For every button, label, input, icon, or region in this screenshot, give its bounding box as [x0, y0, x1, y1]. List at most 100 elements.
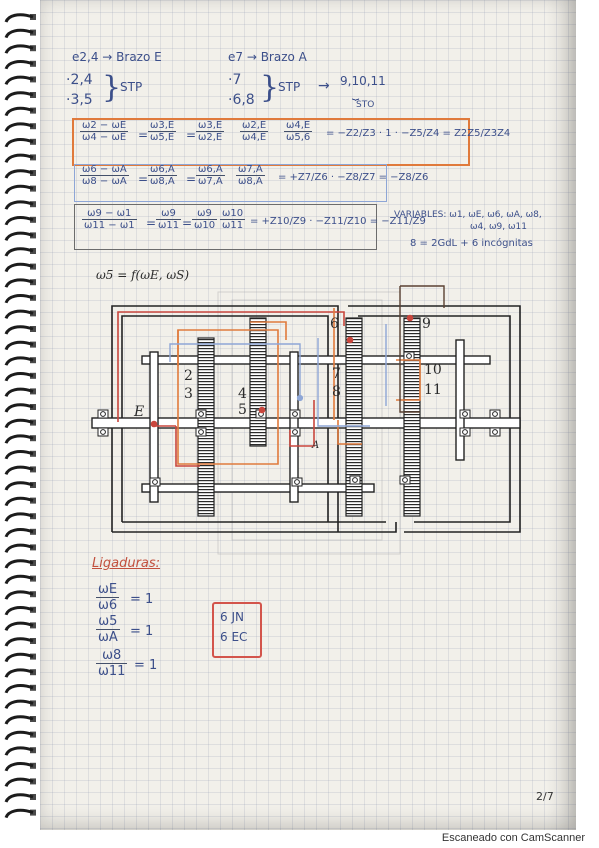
underbrace-icon: ⏟ — [352, 86, 360, 100]
constraint-1-value: = 1 — [130, 592, 154, 607]
gear-2-3 — [197, 337, 215, 517]
left-brace: } — [102, 70, 122, 105]
binding-ring — [4, 403, 34, 413]
binding-ring — [4, 621, 34, 632]
upper-countershaft — [141, 355, 491, 365]
summary-box — [212, 602, 262, 658]
gear-label-8: 8 — [332, 384, 341, 400]
binding-ring — [4, 153, 34, 164]
binding-ring — [4, 762, 34, 772]
summary-line-2: 6 EC — [220, 630, 248, 644]
binding-ring — [4, 528, 34, 538]
summary-line-1: 6 JN — [220, 610, 244, 624]
eq2-right-bracket — [380, 164, 387, 202]
binding-ring — [4, 715, 34, 725]
binding-ring — [4, 106, 34, 117]
lower-countershaft — [141, 483, 375, 493]
binding-ring — [4, 278, 34, 288]
binding-ring — [4, 340, 34, 351]
orange-carrier — [177, 308, 421, 465]
gear-4-5 — [249, 317, 267, 447]
binding-ring — [4, 75, 34, 86]
header-right-label: e7 → Brazo A — [228, 50, 307, 64]
binding-ring — [4, 122, 34, 132]
eq2-left-bracket — [74, 164, 385, 202]
gear-label-4: 4 — [238, 386, 247, 402]
binding-ring — [4, 574, 34, 585]
header-left-label: e2,4 → Brazo E — [72, 50, 162, 64]
right-extra: 9,10,11 — [340, 74, 386, 88]
left-list-1: ·2,4 — [66, 72, 93, 88]
page-number: 2/7 — [536, 790, 554, 803]
eq1-left-bracket — [72, 118, 466, 166]
binding-ring — [4, 668, 34, 678]
constraint-2-value: = 1 — [130, 624, 154, 639]
binding-ring — [4, 325, 34, 335]
binding-ring — [4, 200, 34, 210]
left-list-2: ·3,5 — [66, 92, 93, 108]
right-extra-note: STO — [356, 100, 375, 110]
constraint-3-value: = 1 — [134, 658, 158, 673]
binding-ring — [4, 231, 34, 242]
right-stp: STP — [278, 80, 301, 94]
gear-label-2: 2 — [184, 368, 193, 384]
gear-label-10: 10 — [424, 362, 442, 378]
binding-ring — [4, 512, 34, 522]
binding-ring — [4, 465, 34, 476]
gear-label-7: 7 — [332, 366, 341, 382]
binding-ring — [4, 606, 34, 616]
binding-ring — [4, 372, 34, 382]
arm-label-e: E — [134, 404, 145, 420]
gear-label-5: 5 — [238, 402, 247, 418]
binding-ring — [4, 450, 34, 460]
variables-line-2: ω4, ω9, ω11 — [470, 222, 527, 232]
bearings — [97, 351, 501, 487]
blue-lines — [169, 324, 387, 427]
binding-ring — [4, 746, 34, 756]
output-bracket — [399, 285, 445, 413]
binding-ring — [4, 28, 34, 39]
arm-label-a: A — [312, 440, 320, 451]
eq1-rhs: = −Z2/Z3 · 1 · −Z5/Z4 = Z2Z5/Z3Z4 — [326, 128, 511, 139]
binding-ring — [4, 496, 34, 507]
formula: ω5 = f(ωE, ωS) — [96, 268, 190, 282]
binding-ring — [4, 184, 34, 195]
right-list-1: ·7 — [228, 72, 242, 88]
binding-ring — [4, 60, 34, 70]
arm-mid — [289, 351, 299, 503]
binding-ring — [4, 247, 34, 257]
binding-ring — [4, 138, 34, 148]
binding-ring — [4, 730, 34, 741]
binding-ring — [4, 387, 34, 398]
ligaduras-title: Ligaduras: — [92, 556, 161, 571]
binding-ring — [4, 434, 34, 444]
gear-label-11: 11 — [424, 382, 442, 398]
right-brace: } — [260, 70, 280, 105]
binding-ring — [4, 699, 34, 710]
binding-hole — [30, 29, 36, 36]
binding-ring — [4, 777, 34, 788]
binding-ring — [4, 684, 34, 694]
binding-hole — [30, 60, 36, 67]
eq2-rhs: = +Z7/Z6 · −Z8/Z7 = −Z8/Z6 — [278, 172, 429, 183]
binding-ring — [4, 44, 34, 54]
arrow-icon: → — [318, 78, 330, 94]
binding-ring — [4, 793, 34, 803]
red-carrier — [117, 311, 414, 467]
binding-ring — [4, 652, 34, 663]
eq3-left-bracket — [74, 204, 375, 250]
